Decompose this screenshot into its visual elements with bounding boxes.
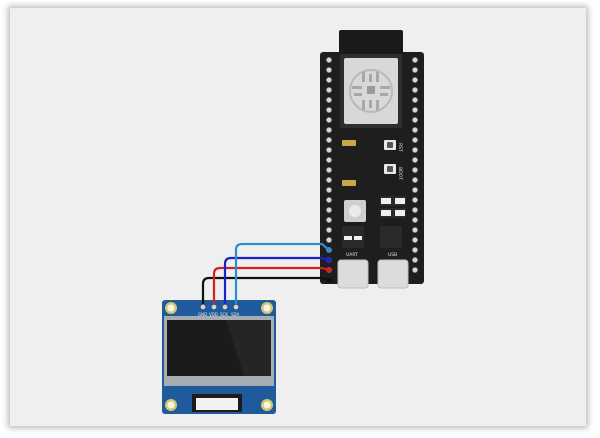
wire-endpoint <box>326 257 332 263</box>
oled-pin-sck[interactable] <box>222 304 228 310</box>
pin[interactable] <box>326 117 332 123</box>
pin[interactable] <box>412 157 418 163</box>
pin[interactable] <box>412 177 418 183</box>
pin[interactable] <box>412 87 418 93</box>
crystal-component <box>342 140 356 146</box>
pin[interactable] <box>326 87 332 93</box>
wire-sck[interactable] <box>223 256 330 304</box>
wire-endpoint <box>326 267 332 273</box>
wire-endpoint <box>326 247 332 253</box>
pin[interactable] <box>412 77 418 83</box>
oled-pin-label: SDA <box>231 312 240 317</box>
pin[interactable] <box>326 177 332 183</box>
rst-button[interactable] <box>384 140 396 150</box>
pin[interactable] <box>412 167 418 173</box>
uart-label: UART <box>346 252 358 258</box>
pin[interactable] <box>326 167 332 173</box>
usb-label: USB <box>388 252 397 258</box>
pin[interactable] <box>326 67 332 73</box>
right-pin-header <box>412 57 418 273</box>
pin[interactable] <box>326 207 332 213</box>
pin[interactable] <box>326 127 332 133</box>
pin[interactable] <box>326 227 332 233</box>
boot-label: BOOT <box>397 167 403 180</box>
pin[interactable] <box>326 187 332 193</box>
pin[interactable] <box>412 227 418 233</box>
pin[interactable] <box>412 147 418 153</box>
pin[interactable] <box>412 57 418 63</box>
pin[interactable] <box>326 217 332 223</box>
pin[interactable] <box>412 267 418 273</box>
pin[interactable] <box>412 247 418 253</box>
espressif-logo-icon <box>349 69 393 113</box>
regulator-chip <box>380 196 406 206</box>
usb-bridge-chip <box>342 226 364 248</box>
wire-gnd[interactable] <box>201 276 330 304</box>
pin[interactable] <box>412 127 418 133</box>
pin[interactable] <box>326 197 332 203</box>
pin[interactable] <box>326 147 332 153</box>
boot-button[interactable] <box>384 164 396 174</box>
oled-pin-sda[interactable] <box>233 304 239 310</box>
pin[interactable] <box>412 187 418 193</box>
pin[interactable] <box>326 237 332 243</box>
circuit-canvas <box>10 8 586 426</box>
crystal-component-2 <box>342 180 356 186</box>
oled-pin-vdd[interactable] <box>211 304 217 310</box>
pin[interactable] <box>412 97 418 103</box>
pin[interactable] <box>412 67 418 73</box>
uart-usb-port[interactable] <box>337 259 369 289</box>
pin[interactable] <box>326 57 332 63</box>
pin[interactable] <box>412 207 418 213</box>
rgb-led-lens <box>349 205 361 217</box>
pin[interactable] <box>412 107 418 113</box>
wire-vdd[interactable] <box>212 266 330 304</box>
pin[interactable] <box>326 157 332 163</box>
pin[interactable] <box>326 137 332 143</box>
wire-endpoint <box>326 277 332 283</box>
pin[interactable] <box>326 97 332 103</box>
rst-label: RST <box>397 143 403 152</box>
regulator-chip-2 <box>380 208 406 218</box>
pin[interactable] <box>326 77 332 83</box>
pin[interactable] <box>412 257 418 263</box>
oled-pin-gnd[interactable] <box>200 304 206 310</box>
usb-port[interactable] <box>377 259 409 289</box>
wires <box>201 242 332 304</box>
oled-pin-label: GND <box>198 312 207 317</box>
pin[interactable] <box>412 237 418 243</box>
antenna-area <box>339 30 403 54</box>
pin[interactable] <box>412 197 418 203</box>
pin[interactable] <box>412 217 418 223</box>
pin[interactable] <box>412 117 418 123</box>
wire-sda[interactable] <box>234 242 330 304</box>
oled-pin-label: VDD <box>209 312 218 317</box>
usb-chip <box>380 226 402 248</box>
pin[interactable] <box>326 107 332 113</box>
pin[interactable] <box>412 137 418 143</box>
esp32-devkit-board[interactable]: RST BOOT UART USB <box>320 30 424 289</box>
oled-pin-label: SCK <box>220 312 228 317</box>
